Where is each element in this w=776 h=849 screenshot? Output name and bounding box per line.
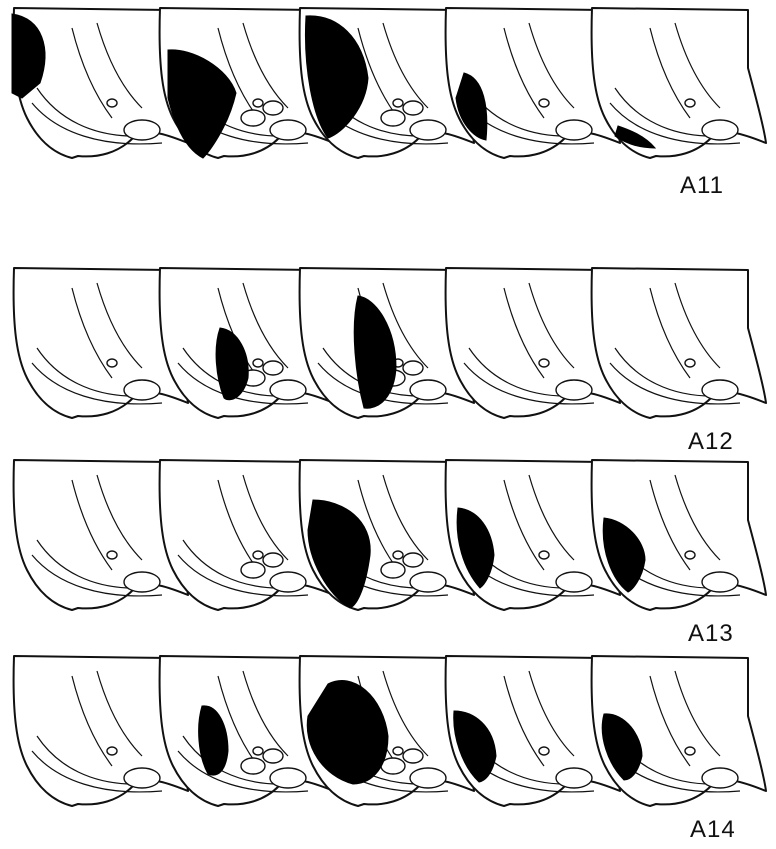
nucleus-ellipse (685, 99, 695, 107)
nucleus-ellipse (556, 572, 592, 592)
nucleus-ellipse (253, 359, 263, 367)
nucleus-ellipse (124, 768, 160, 788)
nucleus-ellipse (685, 747, 695, 755)
nucleus-ellipse (270, 380, 306, 400)
nucleus-ellipse (241, 562, 265, 578)
nucleus-ellipse (403, 749, 423, 763)
nucleus-ellipse (263, 553, 283, 567)
nucleus-ellipse (107, 99, 117, 107)
nucleus-ellipse (539, 99, 549, 107)
nucleus-ellipse (253, 551, 263, 559)
nucleus-ellipse (702, 768, 738, 788)
nucleus-ellipse (124, 120, 160, 140)
nucleus-ellipse (107, 359, 117, 367)
section-row-3 (14, 460, 766, 610)
nucleus-ellipse (702, 572, 738, 592)
nucleus-ellipse (702, 120, 738, 140)
nucleus-ellipse (539, 551, 549, 559)
nucleus-ellipse (410, 380, 446, 400)
row-label-a13: A13 (688, 620, 734, 648)
nucleus-ellipse (539, 359, 549, 367)
section-row-2 (14, 268, 766, 418)
nucleus-ellipse (124, 380, 160, 400)
nucleus-ellipse (556, 120, 592, 140)
nucleus-ellipse (241, 110, 265, 126)
nucleus-ellipse (270, 768, 306, 788)
row-label-a14: A14 (690, 816, 736, 844)
section-row-4 (14, 656, 766, 806)
nucleus-ellipse (241, 758, 265, 774)
nucleus-ellipse (107, 551, 117, 559)
nucleus-ellipse (410, 768, 446, 788)
nucleus-ellipse (381, 562, 405, 578)
nucleus-ellipse (381, 110, 405, 126)
brain-section-3-5 (592, 460, 766, 610)
nucleus-ellipse (539, 747, 549, 755)
nucleus-ellipse (702, 380, 738, 400)
nucleus-ellipse (685, 359, 695, 367)
nucleus-ellipse (263, 361, 283, 375)
brain-section-1-5 (592, 8, 766, 158)
nucleus-ellipse (263, 749, 283, 763)
nucleus-ellipse (393, 99, 403, 107)
nucleus-ellipse (556, 380, 592, 400)
section-outline (592, 268, 766, 418)
nucleus-ellipse (263, 101, 283, 115)
nucleus-ellipse (253, 99, 263, 107)
row-label-a11: A11 (680, 172, 724, 200)
nucleus-ellipse (107, 747, 117, 755)
brain-section-4-5 (592, 656, 766, 806)
nucleus-ellipse (393, 747, 403, 755)
nucleus-ellipse (410, 572, 446, 592)
nucleus-ellipse (393, 551, 403, 559)
nucleus-ellipse (253, 747, 263, 755)
nucleus-ellipse (556, 768, 592, 788)
nucleus-ellipse (270, 572, 306, 592)
section-row-1 (12, 8, 766, 158)
nucleus-ellipse (410, 120, 446, 140)
nucleus-ellipse (403, 101, 423, 115)
nucleus-ellipse (403, 361, 423, 375)
nucleus-ellipse (381, 758, 405, 774)
row-label-a12: A12 (688, 428, 734, 456)
nucleus-ellipse (124, 572, 160, 592)
nucleus-ellipse (270, 120, 306, 140)
brain-section-2-5 (592, 268, 766, 418)
nucleus-ellipse (685, 551, 695, 559)
nucleus-ellipse (403, 553, 423, 567)
